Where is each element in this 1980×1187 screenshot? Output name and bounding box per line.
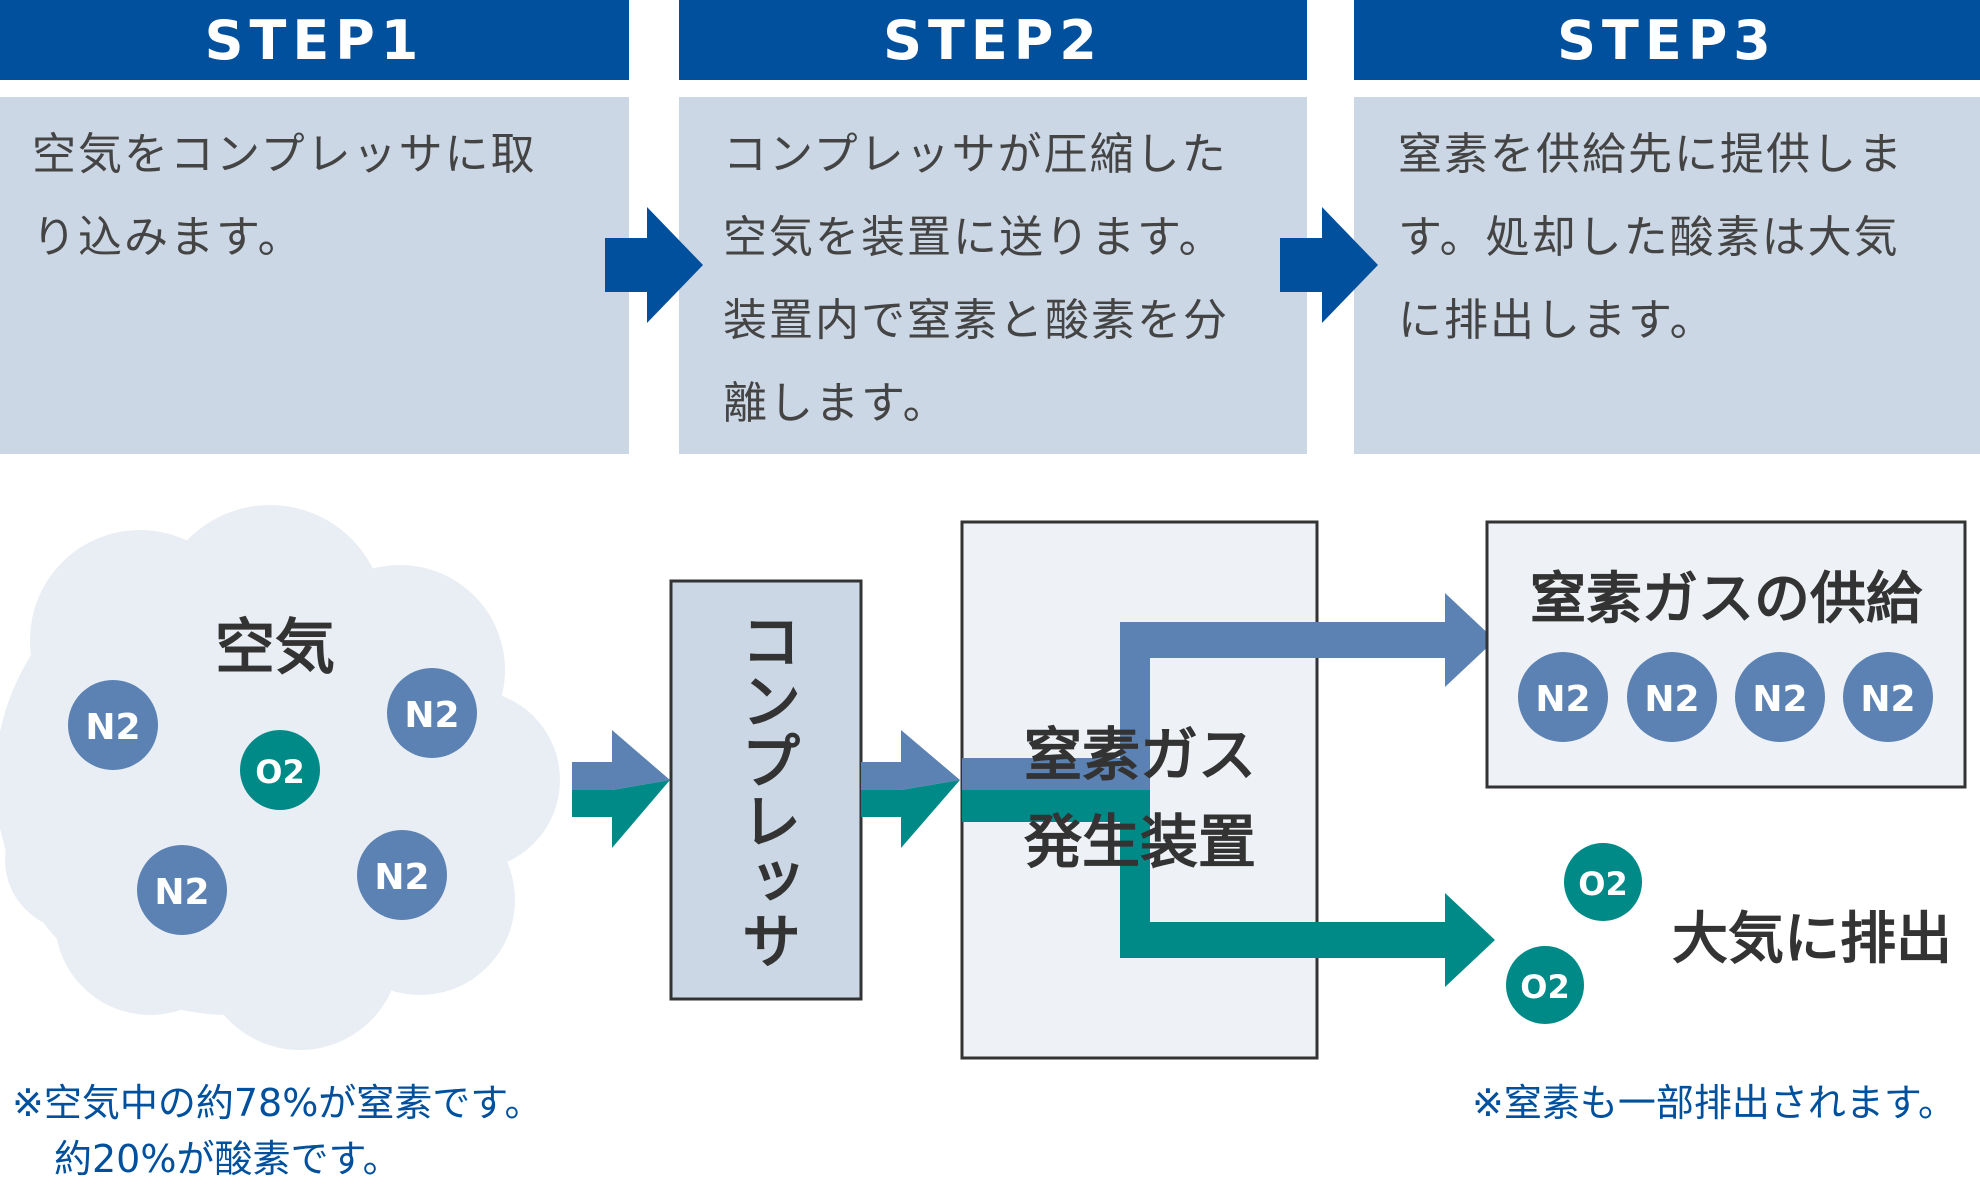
molecule-label: O2	[1520, 968, 1569, 1006]
step1-line: 空気をコンプレッサに取	[32, 129, 537, 180]
molecule-n2: N2	[1627, 652, 1717, 742]
molecule-n2: N2	[357, 830, 447, 920]
molecule-label: N2	[85, 707, 140, 748]
step1-header: STEP1	[0, 0, 629, 80]
step2-line: 空気を装置に送ります。	[723, 212, 1225, 263]
molecule-o2: O2	[1564, 843, 1642, 921]
step3-header: STEP3	[1354, 0, 1980, 80]
step3-description: 窒素を供給先に提供しま す。処却した酸素は大気 に排出します。	[1354, 97, 1980, 454]
molecule-n2: N2	[1843, 652, 1933, 742]
step2-line: 装置内で窒素と酸素を分	[723, 295, 1229, 346]
air-label: 空気	[215, 613, 335, 683]
compressor-label: コンプレッサ	[731, 610, 801, 970]
air-composition-note: ※空気中の約78%が窒素です。 約20%が酸素です。	[12, 1075, 543, 1187]
right-arrow-icon	[605, 207, 703, 323]
molecule-label: O2	[255, 753, 304, 791]
compressor-box	[669, 579, 863, 1001]
step2-line: 離します。	[723, 378, 949, 429]
molecule-label: N2	[154, 872, 209, 913]
molecule-label: N2	[404, 695, 459, 736]
step2-header: STEP2	[679, 0, 1307, 80]
supply-label: 窒素ガスの供給	[1530, 567, 1923, 632]
exhaust-label: 大気に排出	[1672, 907, 1952, 972]
molecule-label: O2	[1578, 865, 1627, 903]
molecule-label: N2	[374, 857, 429, 898]
molecule-n2: N2	[1735, 652, 1825, 742]
molecule-label: N2	[1752, 679, 1807, 720]
n2-flow-arrow	[861, 730, 960, 790]
n2-internal-path	[962, 593, 1495, 790]
molecule-n2: N2	[137, 845, 227, 935]
molecule-label: N2	[1860, 679, 1915, 720]
o2-internal-path	[962, 790, 1495, 987]
exhaust-note: ※窒素も一部排出されます。	[1472, 1081, 1957, 1125]
molecule-o2: O2	[1506, 946, 1584, 1024]
right-arrow-icon	[1280, 207, 1378, 323]
molecule-o2: O2	[240, 730, 320, 810]
molecule-n2: N2	[387, 668, 477, 758]
note-line: ※空気中の約78%が窒素です。	[12, 1081, 543, 1125]
molecule-n2: N2	[68, 680, 158, 770]
step3-line: す。処却した酸素は大気	[1398, 212, 1900, 263]
note-line: 約20%が酸素です。	[54, 1137, 401, 1181]
step2-description: コンプレッサが圧縮した 空気を装置に送ります。 装置内で窒素と酸素を分 離します…	[679, 97, 1307, 454]
o2-flow-arrow	[861, 780, 960, 848]
step1-line: り込みます。	[32, 212, 304, 263]
step3-line: に排出します。	[1398, 295, 1716, 346]
generator-label-line1: 窒素ガス	[1024, 721, 1256, 789]
molecule-label: N2	[1535, 679, 1590, 720]
step1-description: 空気をコンプレッサに取 り込みます。	[0, 97, 629, 454]
o2-flow-arrow	[572, 780, 670, 848]
step3-line: 窒素を供給先に提供しま	[1398, 129, 1904, 180]
step2-line: コンプレッサが圧縮した	[723, 129, 1228, 180]
molecule-n2: N2	[1518, 652, 1608, 742]
generator-label-line2: 発生装置	[1024, 808, 1256, 876]
n2-flow-arrow	[572, 730, 670, 790]
molecule-label: N2	[1644, 679, 1699, 720]
